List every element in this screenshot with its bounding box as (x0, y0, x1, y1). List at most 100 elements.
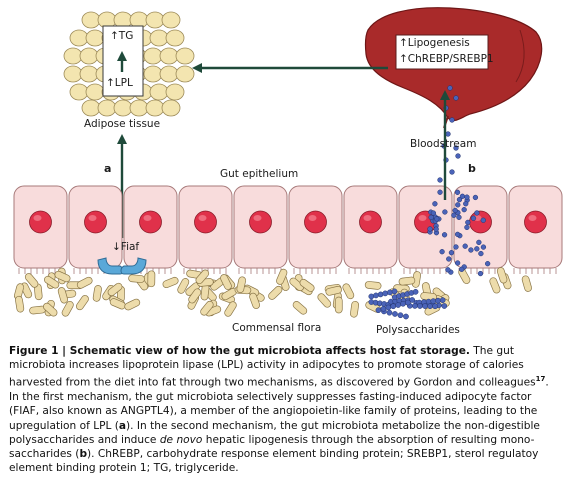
monosaccharide (477, 270, 484, 277)
polysaccharide-unit (382, 290, 389, 297)
mechanism-b-label: b (468, 162, 476, 175)
monosaccharide (428, 214, 434, 221)
liver-label-box (395, 34, 489, 70)
monosaccharide (468, 247, 474, 253)
caption-text: ). In the second mechanism, the gut micr… (9, 419, 540, 446)
adipocyte (79, 47, 99, 65)
monosaccharide (484, 261, 491, 267)
monosaccharide (464, 194, 470, 200)
caption-text: The gut microbiota increases lipoprotein… (9, 345, 536, 389)
diagram-graphic (13, 7, 563, 320)
bloodstream-label: Bloodstream (410, 138, 477, 150)
bacterium (249, 292, 261, 309)
bacterium (57, 287, 68, 304)
polysaccharide-unit (427, 303, 433, 310)
adipocyte (161, 11, 181, 29)
adipocyte (165, 83, 185, 101)
monosaccharide (427, 226, 433, 232)
fiaf-receptor-graphic (97, 257, 147, 275)
monosaccharide (442, 209, 448, 215)
adipocyte (161, 99, 181, 117)
polysaccharide-unit (441, 303, 448, 309)
monosaccharide (464, 224, 470, 231)
monosaccharide (480, 217, 486, 223)
polysaccharide-unit (422, 303, 428, 309)
cell-nucleus (249, 210, 272, 234)
adipocyte (113, 99, 133, 117)
monosaccharide (456, 214, 462, 220)
bacterium (521, 275, 532, 292)
nucleus-highlight (363, 215, 372, 221)
bacterium (128, 274, 145, 283)
monosaccharide (437, 189, 443, 195)
monosaccharide (452, 207, 458, 214)
monosaccharide (446, 256, 452, 262)
bacterium (299, 278, 315, 292)
nucleus-highlight (88, 215, 97, 221)
bacterium (147, 270, 156, 288)
monosaccharide (472, 194, 479, 201)
adipocyte (97, 99, 117, 117)
polysaccharide-unit (435, 297, 441, 304)
caption-mark-b: b (79, 447, 88, 460)
bacterium (195, 269, 210, 285)
adipocyte (79, 65, 99, 83)
caption-prefix: Figure 1 | (9, 345, 70, 357)
bacterium (107, 282, 123, 297)
bacterium (496, 267, 508, 284)
polysaccharide-unit (409, 297, 416, 303)
polysaccharides-label: Polysaccharides (376, 324, 460, 336)
nucleus-highlight (253, 215, 262, 221)
polysaccharide-unit (412, 303, 418, 309)
monosaccharide (454, 189, 461, 195)
polysaccharide-unit (377, 291, 384, 298)
polysaccharide-unit (400, 300, 406, 307)
caption-mark-a: a (118, 419, 127, 432)
monosaccharide (433, 226, 439, 232)
cell-nucleus (194, 210, 217, 234)
monosaccharide (476, 239, 482, 246)
monosaccharide (451, 212, 457, 218)
bacterium (162, 276, 179, 289)
monosaccharide (430, 210, 437, 216)
polysaccharides-graphic (368, 85, 491, 320)
fiaf-label: ↓Fiaf (112, 241, 140, 253)
cell-nucleus (139, 210, 162, 234)
polysaccharide-unit (392, 311, 398, 317)
caption-title: Figure 1 | Schematic view of how the gut… (9, 345, 470, 357)
adipocyte (69, 29, 89, 47)
polysaccharide-unit (439, 297, 446, 304)
caption-reference: 17 (535, 375, 546, 384)
bacterium (15, 295, 25, 313)
cell-nucleus (359, 210, 382, 234)
caption-text: . In the first mechanism, the gut microb… (9, 376, 549, 432)
cell-nucleus (469, 210, 492, 234)
monosaccharide (455, 202, 461, 208)
bacterium (75, 295, 89, 311)
polysaccharide-unit (385, 304, 392, 311)
monosaccharide (449, 169, 455, 175)
nucleus-highlight (308, 215, 317, 221)
cell-nucleus (29, 210, 52, 234)
monosaccharide (474, 210, 480, 216)
bacterium (188, 288, 202, 304)
lipogenesis-label: ↑Lipogenesis (399, 37, 470, 49)
caption-text: ). ChREBP, carbohydrate response element… (9, 447, 539, 475)
cell-nucleus (84, 210, 107, 234)
monosaccharide (454, 260, 461, 266)
monosaccharide (456, 196, 463, 203)
bacterium (292, 301, 308, 315)
nucleus-highlight (198, 215, 207, 221)
adipocyte (149, 29, 169, 47)
polysaccharide-unit (395, 302, 401, 308)
monosaccharide (462, 243, 468, 249)
adipocyte (165, 29, 185, 47)
nucleus-highlight (528, 215, 537, 221)
caption-italic: de novo (159, 433, 203, 446)
bacterium (224, 301, 237, 317)
adipocyte (129, 99, 149, 117)
monosaccharide (453, 95, 459, 101)
caption-text: hepatic lipogenesis through the absorpti… (9, 433, 535, 460)
diagram: ↑TG ↑LPL Adipose tissue ↑Lipogenesis ↑Ch… (13, 7, 563, 336)
adipocyte (159, 65, 179, 83)
